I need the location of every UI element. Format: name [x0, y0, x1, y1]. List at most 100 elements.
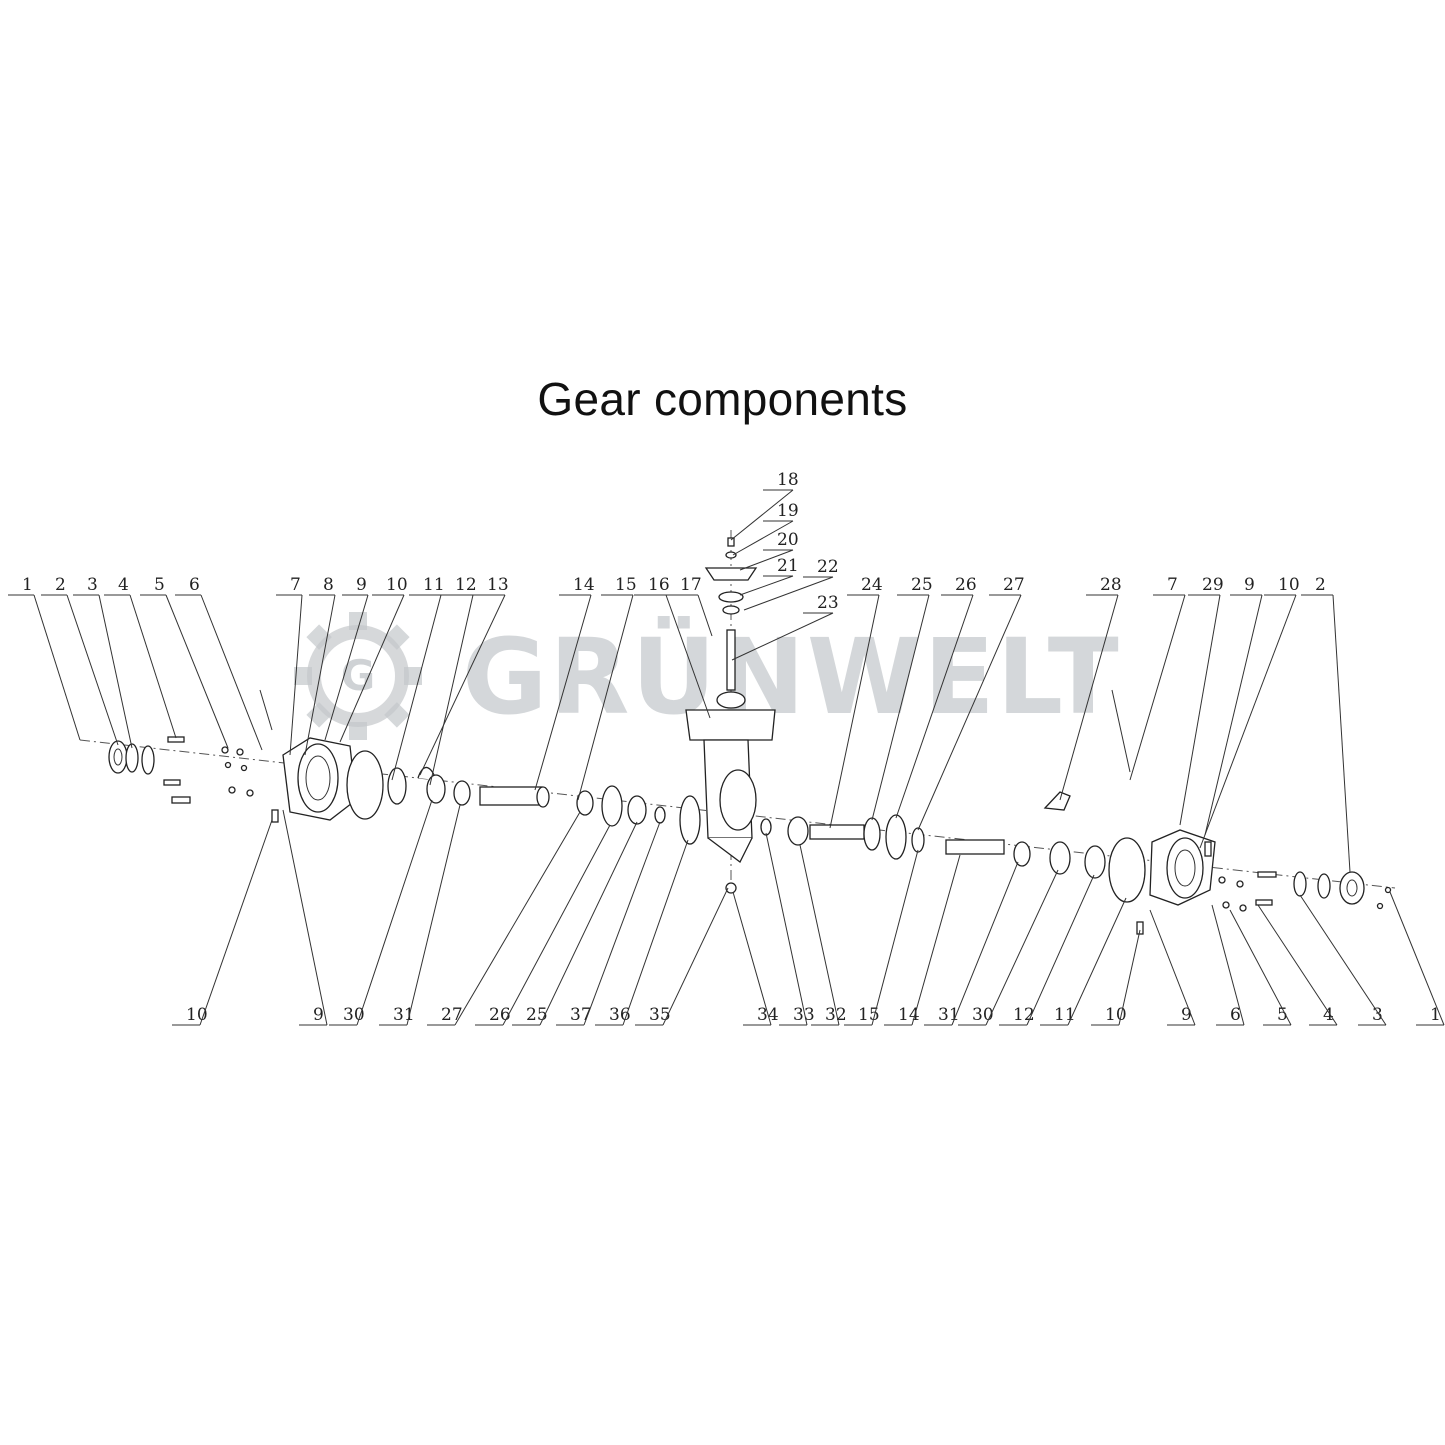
callout-top_callouts: 26 — [955, 575, 977, 595]
callout-stack_callouts: 20 — [777, 530, 799, 550]
callout-leader-line — [732, 520, 794, 556]
callout-top_callouts: 24 — [861, 575, 883, 595]
callout-leader-line — [1149, 909, 1196, 1026]
callout-top_callouts: 28 — [1100, 575, 1122, 595]
callout-leader-line — [799, 844, 840, 1026]
callout-top_callouts: 6 — [189, 575, 200, 595]
callout-leader-line — [324, 594, 369, 741]
callout-leader-line — [1067, 897, 1127, 1026]
callout-stack_callouts: 23 — [817, 593, 839, 613]
callout-bottom_callouts: 5 — [1277, 1005, 1288, 1025]
right-shaft-group — [760, 791, 1146, 903]
callout-leader-line — [577, 594, 634, 801]
watermark-logo: G GRÜNWELT — [294, 612, 1121, 740]
callout-leader-line — [391, 594, 442, 781]
callout-bottom_callouts: 9 — [1181, 1005, 1192, 1025]
callout-leader-line — [829, 594, 880, 829]
callout-leader-line — [304, 594, 336, 756]
callout-top_callouts: 1 — [22, 575, 33, 595]
callout-leader-line — [622, 839, 689, 1026]
callout-leader-line — [534, 594, 592, 791]
callout-bottom_callouts: 37 — [570, 1005, 592, 1025]
callout-leader-line — [1129, 594, 1186, 781]
callout-leader-line — [917, 594, 1022, 831]
callout-top_callouts: 16 — [648, 575, 670, 595]
callout-leader-line — [200, 594, 263, 751]
callout-top_callouts: 3 — [87, 575, 98, 595]
central-gearbox — [685, 537, 776, 894]
callout-leader-line — [1299, 894, 1387, 1026]
callout-top_callouts: 10 — [1278, 575, 1300, 595]
callout-top_callouts: 17 — [680, 575, 702, 595]
callout-top_callouts: 7 — [290, 575, 301, 595]
gear-logo-icon: G — [294, 612, 422, 740]
callout-top_callouts: 5 — [154, 575, 165, 595]
watermark-letter: G — [341, 651, 375, 700]
callout-leader-line — [1332, 594, 1351, 873]
callout-top_callouts: 25 — [911, 575, 933, 595]
callout-top_callouts: 14 — [573, 575, 595, 595]
callout-bottom_callouts: 26 — [489, 1005, 511, 1025]
callout-leader-line — [1059, 594, 1119, 801]
callout-bottom_callouts: 32 — [825, 1005, 847, 1025]
callout-leader-line — [165, 594, 229, 749]
callout-leader-line — [1229, 909, 1292, 1026]
callout-leader-line — [356, 799, 433, 1026]
callout-leader-line — [765, 832, 808, 1026]
callout-bottom_callouts: 15 — [858, 1005, 880, 1025]
callout-leader-line — [1199, 594, 1297, 849]
callout-leader-line — [871, 594, 930, 821]
callout-leader-line — [339, 594, 405, 743]
callout-leader-line — [662, 887, 729, 1026]
callout-bottom_callouts: 14 — [898, 1005, 920, 1025]
callout-leader-line — [732, 891, 772, 1026]
callout-leader-line — [539, 821, 638, 1026]
callout-leader-line — [502, 824, 611, 1026]
callout-top_callouts: 2 — [1315, 575, 1326, 595]
callout-stack_callouts: 19 — [777, 501, 799, 521]
callout-bottom_callouts: 1 — [1430, 1005, 1441, 1025]
left-housing — [259, 689, 407, 823]
callout-leader-line — [1257, 904, 1338, 1026]
callout-leader-line — [98, 594, 133, 749]
callout-top_callouts: 8 — [323, 575, 334, 595]
callout-top_callouts: 13 — [487, 575, 509, 595]
left-cover-group — [108, 736, 254, 804]
callout-stack_callouts: 21 — [777, 556, 799, 576]
callout-bottom_callouts: 27 — [441, 1005, 463, 1025]
callout-bottom_callouts: 4 — [1323, 1005, 1334, 1025]
callout-top_callouts: 2 — [55, 575, 66, 595]
callout-leader-line — [419, 594, 506, 776]
callout-top_callouts: 11 — [423, 575, 445, 595]
callout-top_callouts: 9 — [1244, 575, 1255, 595]
callout-leader-line — [454, 811, 581, 1026]
callout-bottom_callouts: 10 — [186, 1005, 208, 1025]
callout-leader-line — [739, 549, 794, 571]
callout-leader-line — [951, 861, 1019, 1026]
callout-leader-line — [985, 869, 1059, 1026]
callout-bottom_callouts: 33 — [793, 1005, 815, 1025]
callout-leader-line — [289, 594, 303, 756]
callout-top_callouts: 12 — [455, 575, 477, 595]
callout-leader-line — [665, 594, 711, 719]
callout-leader-line — [282, 809, 328, 1026]
callout-stack_callouts: 18 — [777, 470, 799, 490]
callout-leader-line — [731, 612, 834, 661]
callout-leader-line — [1211, 904, 1245, 1026]
callout-bottom_callouts: 31 — [393, 1005, 415, 1025]
callout-bottom_callouts: 36 — [609, 1005, 631, 1025]
callout-leader-line — [895, 594, 974, 819]
callout-top_callouts: 10 — [386, 575, 408, 595]
callout-leader-line — [911, 854, 961, 1026]
callout-leader-line — [1179, 594, 1221, 826]
callout-stack_callouts: 22 — [817, 557, 839, 577]
callout-top_callouts: 7 — [1167, 575, 1178, 595]
callout-leader-line — [199, 819, 273, 1026]
page-title: Gear components — [537, 373, 908, 425]
callout-bottom_callouts: 30 — [343, 1005, 365, 1025]
callout-leader-line — [1026, 874, 1095, 1026]
callout-leader-line — [730, 489, 794, 541]
watermark-text: GRÜNWELT — [462, 616, 1121, 738]
